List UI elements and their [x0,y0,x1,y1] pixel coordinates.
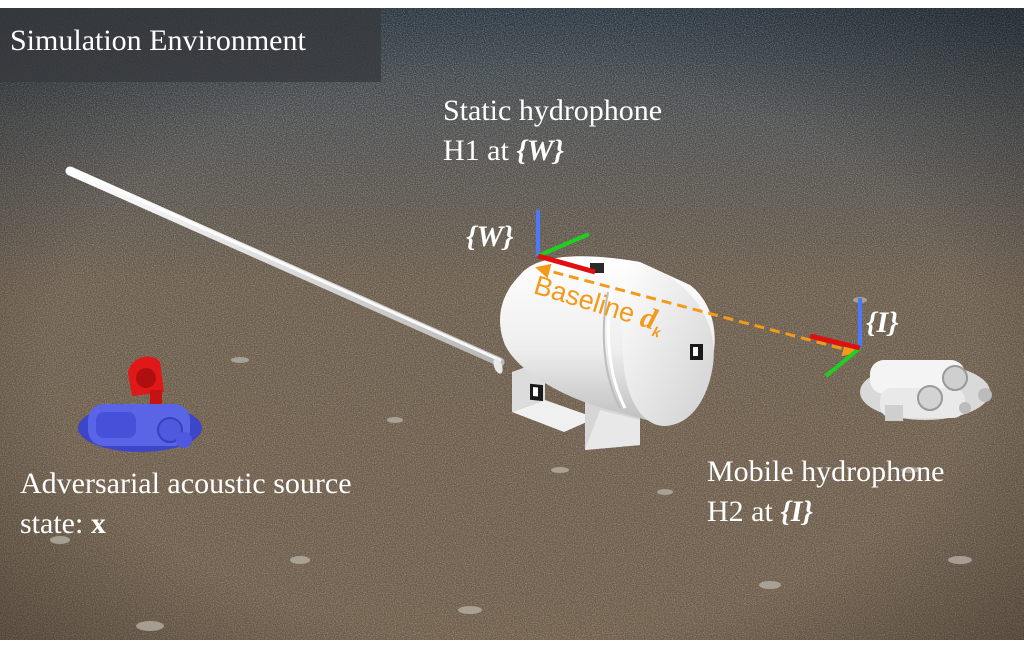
title-banner [0,8,381,82]
mobile-hydrophone-line1: Mobile hydrophone [707,455,945,488]
adversarial-source-line1: Adversarial acoustic source [20,467,352,500]
static-hydrophone-line1: Static hydrophone [443,94,663,127]
adversarial-source-vehicle [78,356,202,452]
frame-w-axes [536,210,596,275]
adversarial-source-line2: state: x [20,507,352,541]
mobile-hydrophone-label: Mobile hydrophone H2 at {I} [707,455,944,529]
frame-i-axes [809,298,862,378]
static-hydrophone-prefix: H1 at [443,134,517,167]
mobile-hydrophone-line2: H2 at {I} [707,495,944,529]
mobile-hydrophone-vehicle [860,360,992,421]
frame-w-label: {W} [466,220,514,253]
adversarial-source-label: Adversarial acoustic source state: x [20,467,352,541]
frame-i-label: {I} [866,306,899,339]
static-hydrophone-line2: H1 at {W} [443,134,662,168]
static-hydrophone-frame: {W} [516,134,564,167]
mobile-hydrophone-prefix: H2 at [707,495,781,528]
adversarial-source-state-symbol: x [90,507,106,540]
page-title: Simulation Environment [10,24,306,57]
antenna-pipe [65,166,505,374]
baseline-arrow [535,263,858,357]
mobile-hydrophone-frame: {I} [780,495,813,528]
adversarial-source-prefix: state: [20,507,91,540]
static-hydrophone-label: Static hydrophone H1 at {W} [443,94,662,168]
